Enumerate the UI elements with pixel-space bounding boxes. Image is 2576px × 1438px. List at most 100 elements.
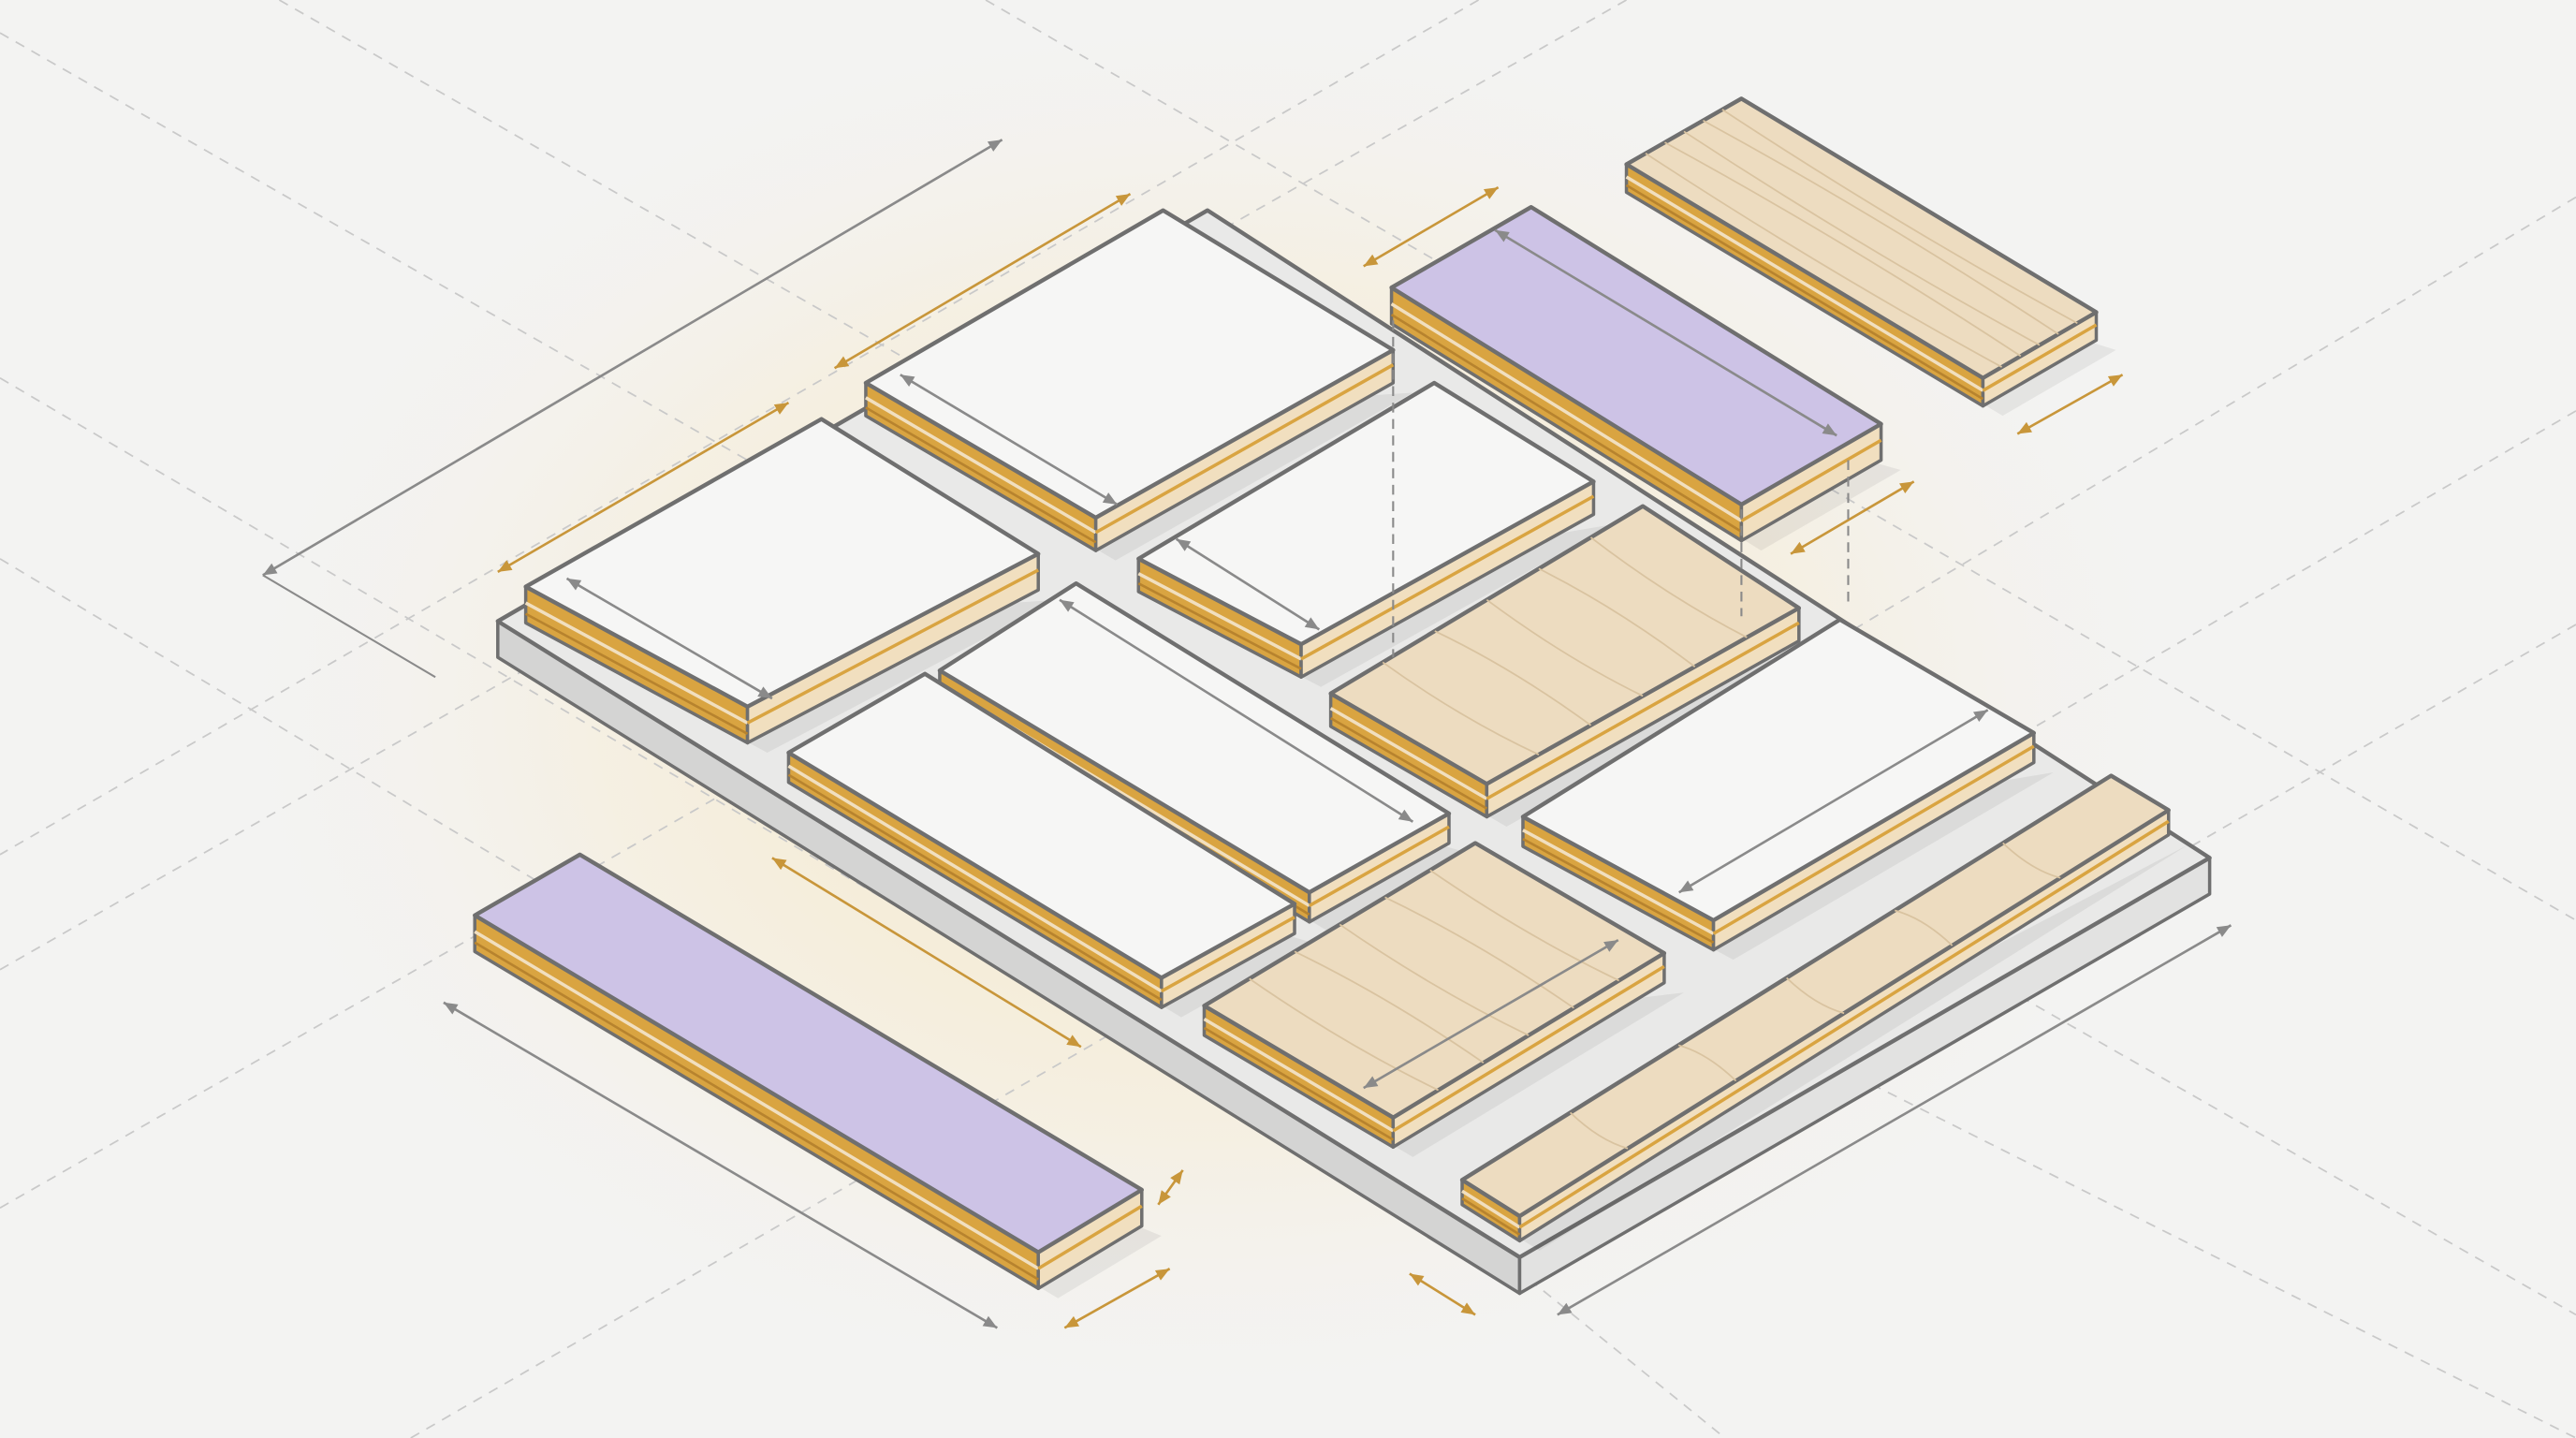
arrowhead-icon <box>2216 925 2232 937</box>
guide-line <box>0 443 921 971</box>
panel-length-dimension <box>1494 228 1837 437</box>
panel-layer-line <box>474 941 1039 1281</box>
panel-layer-line <box>1390 302 1743 522</box>
wood-grain <box>1786 976 1845 1015</box>
dimension-line <box>1175 537 1321 631</box>
arrowhead-icon <box>757 686 772 699</box>
panel-top <box>523 417 1041 710</box>
panel-layer-line <box>1308 825 1450 907</box>
panel-top <box>473 852 1144 1255</box>
overall-width-dimension <box>1557 924 2232 1316</box>
panel-wood <box>1328 504 1819 827</box>
panel-length-dimension <box>443 1001 999 1329</box>
panel-length-dimension <box>900 374 1119 506</box>
dimension-line <box>1494 228 1837 437</box>
panel-layer-line <box>1982 323 2098 392</box>
panel-layer-line <box>1329 707 1488 800</box>
panel-length-dimension <box>1363 938 1619 1090</box>
guide-line <box>1807 196 2576 658</box>
panel-gap-dimension <box>1790 480 1915 555</box>
arrowhead-icon <box>1115 194 1131 206</box>
arrowhead-icon <box>1363 1076 1379 1089</box>
arrowhead-icon <box>834 356 850 369</box>
panel-wood <box>1459 773 2188 1251</box>
arrowhead-icon <box>1678 880 1694 893</box>
wood-grain <box>1249 977 1439 1092</box>
arrowhead-icon <box>566 578 582 591</box>
panel-layer-line <box>525 612 749 735</box>
arrowhead-icon <box>771 858 787 871</box>
panel-layer-line <box>1522 829 1715 935</box>
arrowhead-icon <box>1791 541 1806 554</box>
dimension-line <box>1557 924 2232 1316</box>
panel-length-dimension <box>1175 537 1321 631</box>
panel-layer-line <box>1094 363 1395 535</box>
arrowhead-icon <box>900 374 915 387</box>
panel-top <box>1389 204 1883 507</box>
panel-length-dimension <box>1678 709 1989 894</box>
wood-grain <box>1382 661 1540 756</box>
dimension-line <box>2016 374 2124 435</box>
arrowhead-icon <box>1409 1273 1425 1286</box>
panel-layer-line <box>1625 175 1984 392</box>
panel-layer-line <box>746 568 1040 725</box>
panel-layer-line <box>865 396 1097 535</box>
arrowhead-icon <box>1973 710 1988 723</box>
panel-thickness-dimension <box>2016 374 2124 435</box>
panel-layer-line <box>865 406 1097 544</box>
panel-wood <box>1202 841 1684 1157</box>
arrowhead-icon <box>1158 1190 1171 1205</box>
panel-layer-line <box>1161 916 1295 993</box>
panel-layer-line <box>1390 314 1743 534</box>
dimension-line <box>1363 938 1619 1090</box>
panel-white <box>1520 617 2054 961</box>
wood-grain <box>2002 842 2061 879</box>
arrowhead-icon <box>1822 423 1837 436</box>
panel-layer-line <box>1486 621 1800 800</box>
arrowhead-icon <box>1363 254 1379 267</box>
panel-length-dimension <box>771 857 1082 1049</box>
overall-depth-dimension <box>262 139 1003 577</box>
panel-layer-line <box>787 773 1163 1002</box>
dimension-line <box>443 1001 999 1329</box>
panel-layer-line <box>1522 837 1715 944</box>
wood-grain <box>1721 109 2078 325</box>
wood-grain <box>1677 1044 1737 1082</box>
arrowhead-icon <box>1603 940 1618 952</box>
panel-white <box>786 671 1315 1018</box>
dimension-lines <box>262 139 2232 1329</box>
arrowhead-icon <box>1060 599 1075 612</box>
guide-line <box>0 0 1480 856</box>
panel-layer-line <box>1740 438 1882 522</box>
arrowhead-icon <box>262 563 278 576</box>
extension-line <box>262 574 436 679</box>
wood-grain <box>1569 1111 1629 1150</box>
wood-grain <box>1589 536 1748 638</box>
panel-thickness-dimension <box>1063 1268 1171 1329</box>
arrowhead-icon <box>1304 617 1320 630</box>
panel-layer-line <box>1329 716 1488 810</box>
panel-offset-dimension <box>1157 1169 1184 1206</box>
arrowhead-icon <box>987 139 1003 152</box>
dimension-line <box>1363 185 1500 268</box>
arrowhead-icon <box>1176 538 1192 551</box>
panel-layer-line <box>1137 572 1302 661</box>
panel-top <box>1136 380 1596 647</box>
arrowhead-icon <box>773 403 789 415</box>
dimension-line <box>833 193 1132 370</box>
wood-grain <box>1538 567 1696 668</box>
panel-width-dimension <box>833 193 1132 370</box>
arrowhead-icon <box>1102 492 1118 505</box>
arrowhead-icon <box>1483 187 1499 199</box>
arrowhead-icon <box>982 1315 998 1328</box>
panels <box>473 96 2212 1299</box>
arrowhead-icon <box>2017 421 2032 434</box>
dimension-line <box>1678 709 1989 894</box>
dimension-line <box>1059 598 1414 823</box>
wood-grain <box>1486 599 1644 697</box>
panel-layer-line <box>1461 1197 1521 1236</box>
wood-grain <box>1434 630 1592 726</box>
guide-line <box>1248 1050 1726 1438</box>
panel-layer-line <box>1461 1189 1521 1229</box>
panel-layer-line <box>1137 582 1302 670</box>
